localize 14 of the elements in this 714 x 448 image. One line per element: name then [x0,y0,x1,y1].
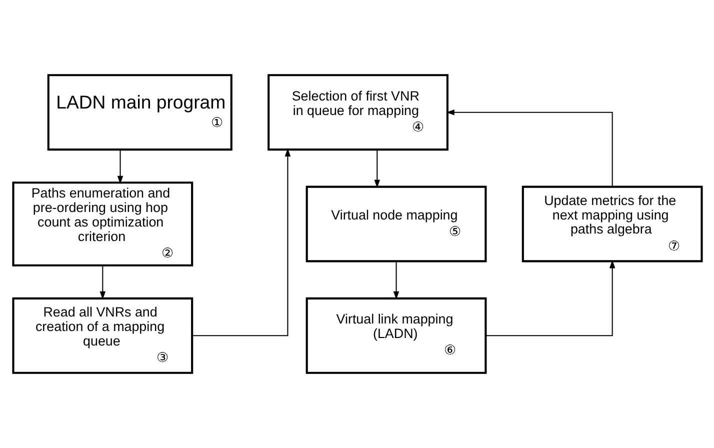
node-box: Virtual link mapping (LADN) ⑥ [305,297,486,374]
node-box: Read all VNRs and creation of a mapping queue ③ [12,297,193,374]
node-box: Paths enumeration and pre-ordering using hop count as optimization criterion ② [12,182,193,266]
node-box: Virtual node mapping ⑤ [305,186,486,262]
arrow [374,150,380,188]
node-box: Selection of first VNR in queue for mapping ④ [267,74,448,151]
arrow [116,150,123,184]
arrow [99,266,106,300]
node-box: LADN main program ① [46,74,232,151]
arrow [392,261,399,300]
arrow [192,148,290,336]
arrow [485,260,615,336]
arrow [446,109,612,187]
node-box: Update metrics for the next mapping using paths algebra ⑦ [521,186,702,262]
